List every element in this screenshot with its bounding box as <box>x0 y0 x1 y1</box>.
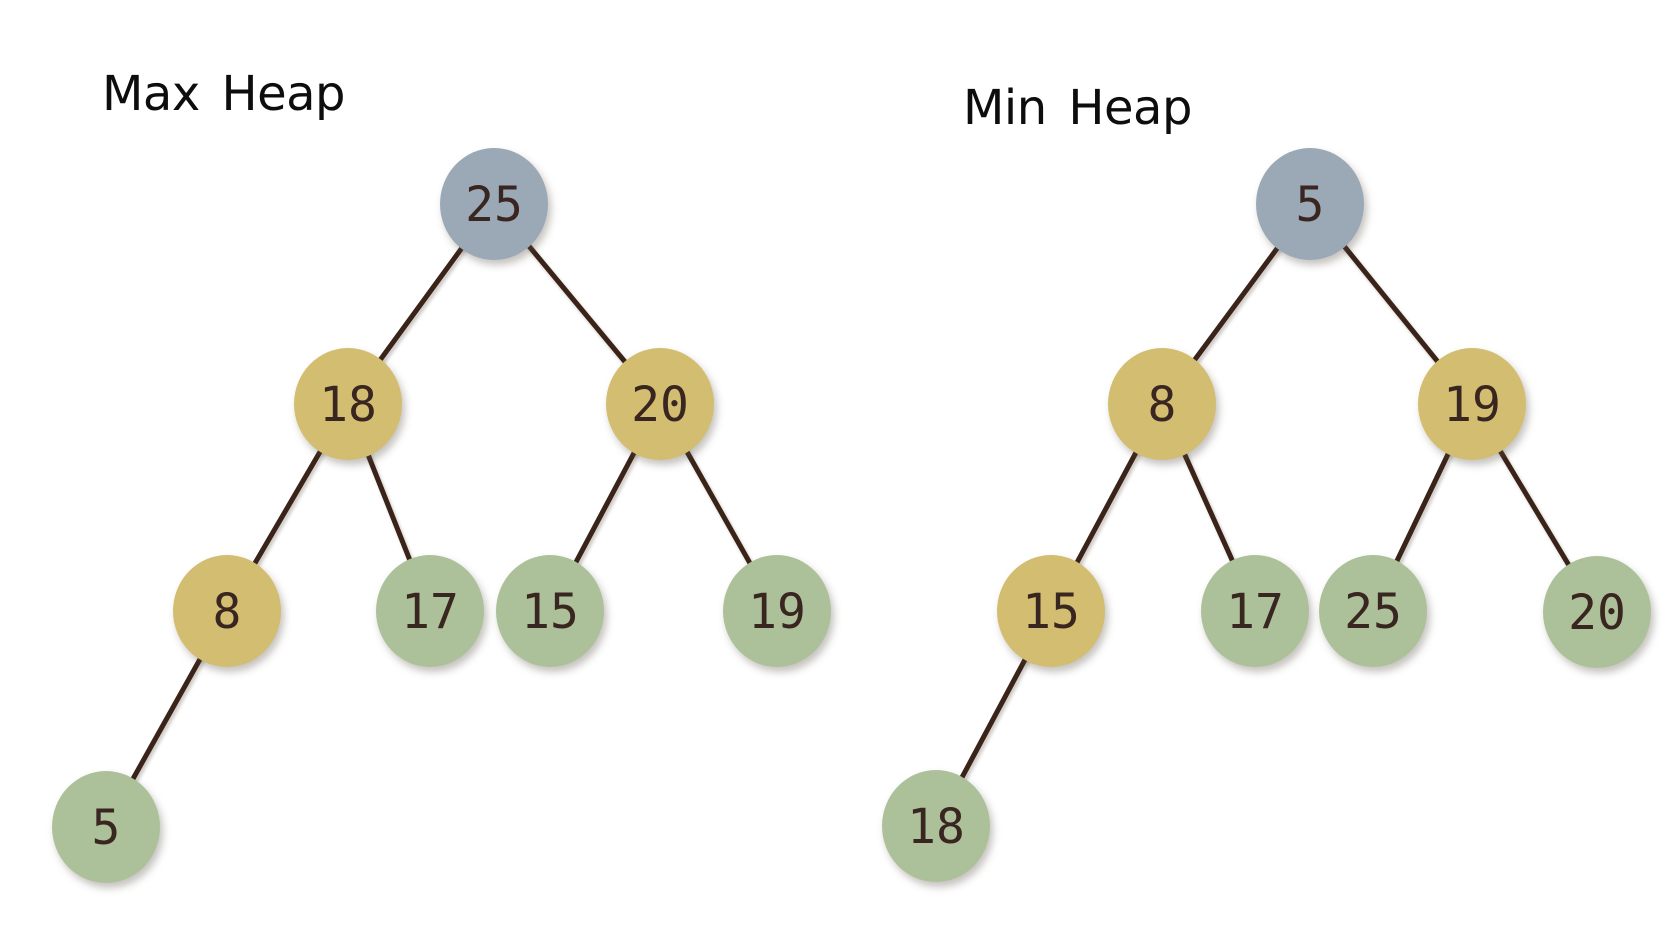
node-max-5: 5 <box>52 771 160 883</box>
node-max-18: 18 <box>294 348 402 460</box>
node-max-25: 25 <box>440 148 548 260</box>
node-min-18: 18 <box>882 770 990 882</box>
node-min-5: 5 <box>1256 148 1364 260</box>
node-max-8: 8 <box>173 555 281 667</box>
node-max-19: 19 <box>723 555 831 667</box>
node-max-17: 17 <box>376 555 484 667</box>
node-max-20: 20 <box>606 348 714 460</box>
min-heap-title: Min Heap <box>963 80 1192 136</box>
node-min-15: 15 <box>997 555 1105 667</box>
node-min-8: 8 <box>1108 348 1216 460</box>
node-max-15: 15 <box>496 555 604 667</box>
node-min-19: 19 <box>1418 348 1526 460</box>
node-min-20: 20 <box>1543 556 1651 668</box>
node-min-17: 17 <box>1201 555 1309 667</box>
node-min-25: 25 <box>1319 555 1427 667</box>
max-heap-title: Max Heap <box>102 66 346 122</box>
